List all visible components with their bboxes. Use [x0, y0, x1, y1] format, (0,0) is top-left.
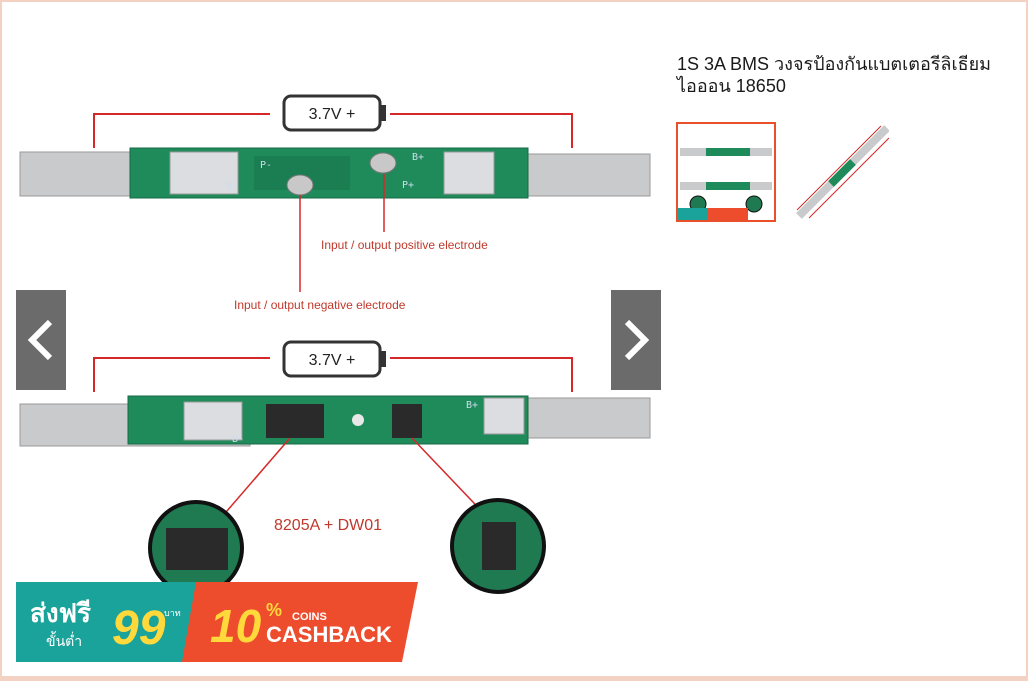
pad-b-minus-top: B- — [226, 182, 238, 193]
chip-label: 8205A + DW01 — [274, 517, 382, 534]
pad-b-plus-bottom: B+ — [466, 400, 478, 411]
pad-p-minus-top: P- — [260, 160, 272, 171]
negative-electrode-label: Input / output negative electrode — [234, 298, 406, 312]
promo-coins: COINS — [292, 611, 327, 623]
thumbnail-2-image — [791, 122, 889, 220]
promo-minimum: ขั้นต่ำ — [46, 631, 82, 649]
promo-free-shipping: ส่งฟรี — [30, 598, 91, 628]
product-title: 1S 3A BMS วงจรป้องกันแบตเตอรีลิเธียมไอออ… — [677, 54, 992, 96]
chevron-left-icon — [27, 319, 53, 361]
promo-percent: 10 — [210, 600, 262, 652]
battery-label-bottom: 3.7V + — [309, 352, 356, 369]
promo-cashback: CASHBACK — [266, 622, 392, 647]
bms-board-diagram: B- P- B+ P+ 3.7V + Input / output positi… — [19, 94, 651, 596]
thumbnail-1[interactable] — [676, 122, 776, 222]
promo-banner: ส่งฟรี ขั้นต่ำ 99 บาท 10 % COINS CASHBAC… — [16, 582, 418, 662]
chevron-right-icon — [624, 319, 650, 361]
promo-percent-sign: % — [266, 600, 282, 620]
positive-electrode-label: Input / output positive electrode — [321, 238, 488, 252]
next-image-button[interactable] — [611, 290, 661, 390]
battery-label-top: 3.7V + — [309, 106, 356, 123]
thumbnail-1-image — [678, 124, 774, 220]
pad-p-plus-top: P+ — [402, 180, 414, 191]
pad-b-minus-bottom: B- — [232, 434, 244, 445]
pad-b-plus-top: B+ — [412, 152, 424, 163]
free-shipping-cashback-banner: ส่งฟรี ขั้นต่ำ 99 บาท 10 % COINS CASHBAC… — [16, 582, 418, 662]
promo-currency: บาท — [164, 608, 181, 618]
previous-image-button[interactable] — [16, 290, 66, 390]
main-product-image: B- P- B+ P+ 3.7V + Input / output positi… — [16, 52, 652, 667]
thumbnail-2[interactable] — [791, 122, 889, 220]
promo-amount: 99 — [112, 602, 166, 655]
